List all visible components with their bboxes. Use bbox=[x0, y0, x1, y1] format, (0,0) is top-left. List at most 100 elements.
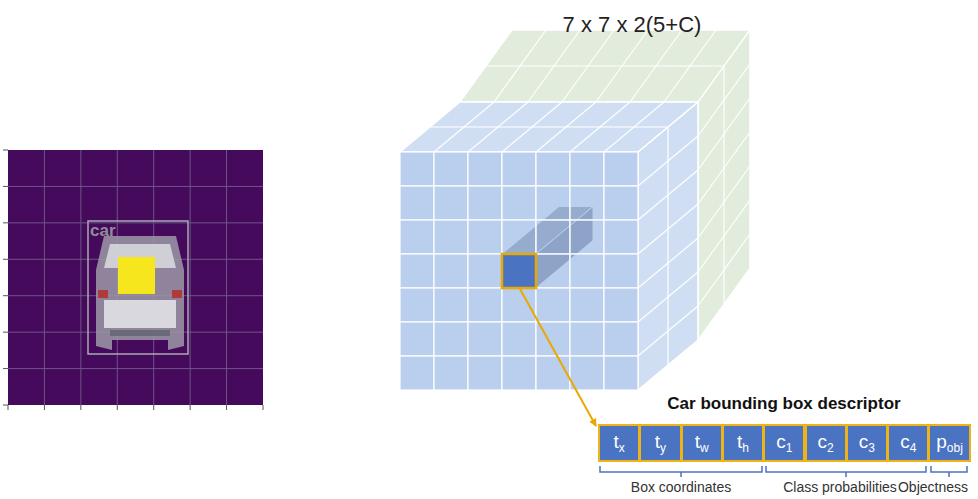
front-cell bbox=[536, 186, 570, 220]
group-label: Objectness bbox=[898, 479, 968, 495]
tensor-cube bbox=[400, 30, 750, 390]
class-tag: car bbox=[90, 221, 116, 241]
front-cell bbox=[570, 186, 604, 220]
descriptor-cell: pobj bbox=[928, 424, 970, 462]
front-cell bbox=[468, 356, 502, 390]
front-cell bbox=[570, 220, 604, 254]
front-cell bbox=[502, 288, 536, 322]
green-layer-side bbox=[698, 30, 750, 340]
cell-text: ty bbox=[655, 431, 666, 455]
descriptor-heading: Car bounding box descriptor bbox=[598, 394, 970, 414]
front-cell bbox=[570, 152, 604, 186]
tick bbox=[226, 405, 227, 410]
tick bbox=[3, 259, 8, 260]
front-cell bbox=[434, 220, 468, 254]
front-cell bbox=[536, 220, 570, 254]
cell-text: c2 bbox=[818, 431, 834, 455]
cube-line bbox=[697, 102, 698, 340]
front-cell bbox=[536, 356, 570, 390]
front-cell bbox=[604, 186, 638, 220]
car-picture bbox=[96, 236, 184, 350]
grid-line bbox=[226, 150, 227, 405]
descriptor-cell: ty bbox=[639, 424, 681, 462]
front-cell bbox=[502, 356, 536, 390]
tick bbox=[3, 295, 8, 296]
tick bbox=[153, 405, 154, 410]
grid-line bbox=[8, 186, 263, 187]
front-cell bbox=[468, 152, 502, 186]
tick bbox=[190, 405, 191, 410]
descriptor-strip: Car bounding box descriptor tx ty twth c1 c2 c… bbox=[598, 394, 970, 464]
front-cell bbox=[400, 220, 434, 254]
front-cell bbox=[502, 254, 536, 288]
front-cell bbox=[468, 288, 502, 322]
grid-line bbox=[8, 222, 263, 223]
yellow-cell bbox=[118, 257, 155, 294]
front-cell bbox=[434, 186, 468, 220]
front-cell bbox=[400, 186, 434, 220]
front-cell bbox=[536, 288, 570, 322]
tick bbox=[3, 332, 8, 333]
front-cell bbox=[604, 220, 638, 254]
front-cell bbox=[502, 322, 536, 356]
front-cell bbox=[434, 322, 468, 356]
front-cell bbox=[434, 288, 468, 322]
brace bbox=[600, 466, 967, 477]
tick bbox=[3, 186, 8, 187]
front-cell bbox=[570, 288, 604, 322]
cell-text: tx bbox=[614, 431, 625, 455]
cube-line bbox=[723, 66, 724, 304]
front-cell bbox=[604, 322, 638, 356]
front-cell bbox=[536, 152, 570, 186]
front-cell bbox=[502, 152, 536, 186]
descriptor-cell: c3 bbox=[846, 424, 888, 462]
blue-layer-side bbox=[638, 102, 698, 390]
tensor-shape: 7 x 7 x 2(5+C) bbox=[563, 12, 702, 38]
tick bbox=[3, 150, 8, 151]
front-cell bbox=[536, 254, 570, 288]
cube-line bbox=[749, 30, 750, 268]
cube-line bbox=[667, 127, 668, 365]
descriptor-cell: tx bbox=[598, 424, 640, 462]
front-cell bbox=[502, 186, 536, 220]
front-cell bbox=[468, 322, 502, 356]
heatmap-ground bbox=[8, 150, 263, 405]
grid-line bbox=[8, 368, 263, 369]
cell-text: c3 bbox=[859, 431, 875, 455]
front-cell bbox=[400, 288, 434, 322]
front-cell bbox=[468, 220, 502, 254]
cube-line bbox=[430, 126, 668, 127]
front-cell bbox=[604, 356, 638, 390]
tick bbox=[44, 405, 45, 410]
front-cell bbox=[604, 152, 638, 186]
tick bbox=[263, 405, 264, 410]
cell-text: c1 bbox=[776, 431, 792, 455]
green-layer-top bbox=[460, 30, 750, 102]
front-cell bbox=[570, 322, 604, 356]
cell-text: tw bbox=[695, 431, 709, 455]
front-cell bbox=[502, 220, 536, 254]
cube-line bbox=[486, 65, 724, 66]
cube-line bbox=[460, 101, 698, 102]
front-cell bbox=[604, 288, 638, 322]
descriptor-cell: th bbox=[722, 424, 764, 462]
front-cell bbox=[468, 254, 502, 288]
front-cell bbox=[434, 254, 468, 288]
cube-line bbox=[697, 102, 698, 340]
front-cell bbox=[604, 254, 638, 288]
cube-line bbox=[460, 101, 698, 102]
descriptor-cell: c1 bbox=[763, 424, 805, 462]
cell-text: pobj bbox=[936, 431, 963, 455]
grid-line bbox=[190, 150, 191, 405]
front-cell bbox=[400, 152, 434, 186]
descriptor-cell: c4 bbox=[887, 424, 929, 462]
tick bbox=[117, 405, 118, 410]
image-grid bbox=[3, 150, 263, 410]
tick bbox=[8, 405, 9, 410]
tick bbox=[80, 405, 81, 410]
front-cell bbox=[400, 356, 434, 390]
descriptor-cell: tw bbox=[681, 424, 723, 462]
group-label: Box coordinates bbox=[631, 479, 731, 495]
cell-text: c4 bbox=[900, 431, 916, 455]
front-cell bbox=[570, 356, 604, 390]
